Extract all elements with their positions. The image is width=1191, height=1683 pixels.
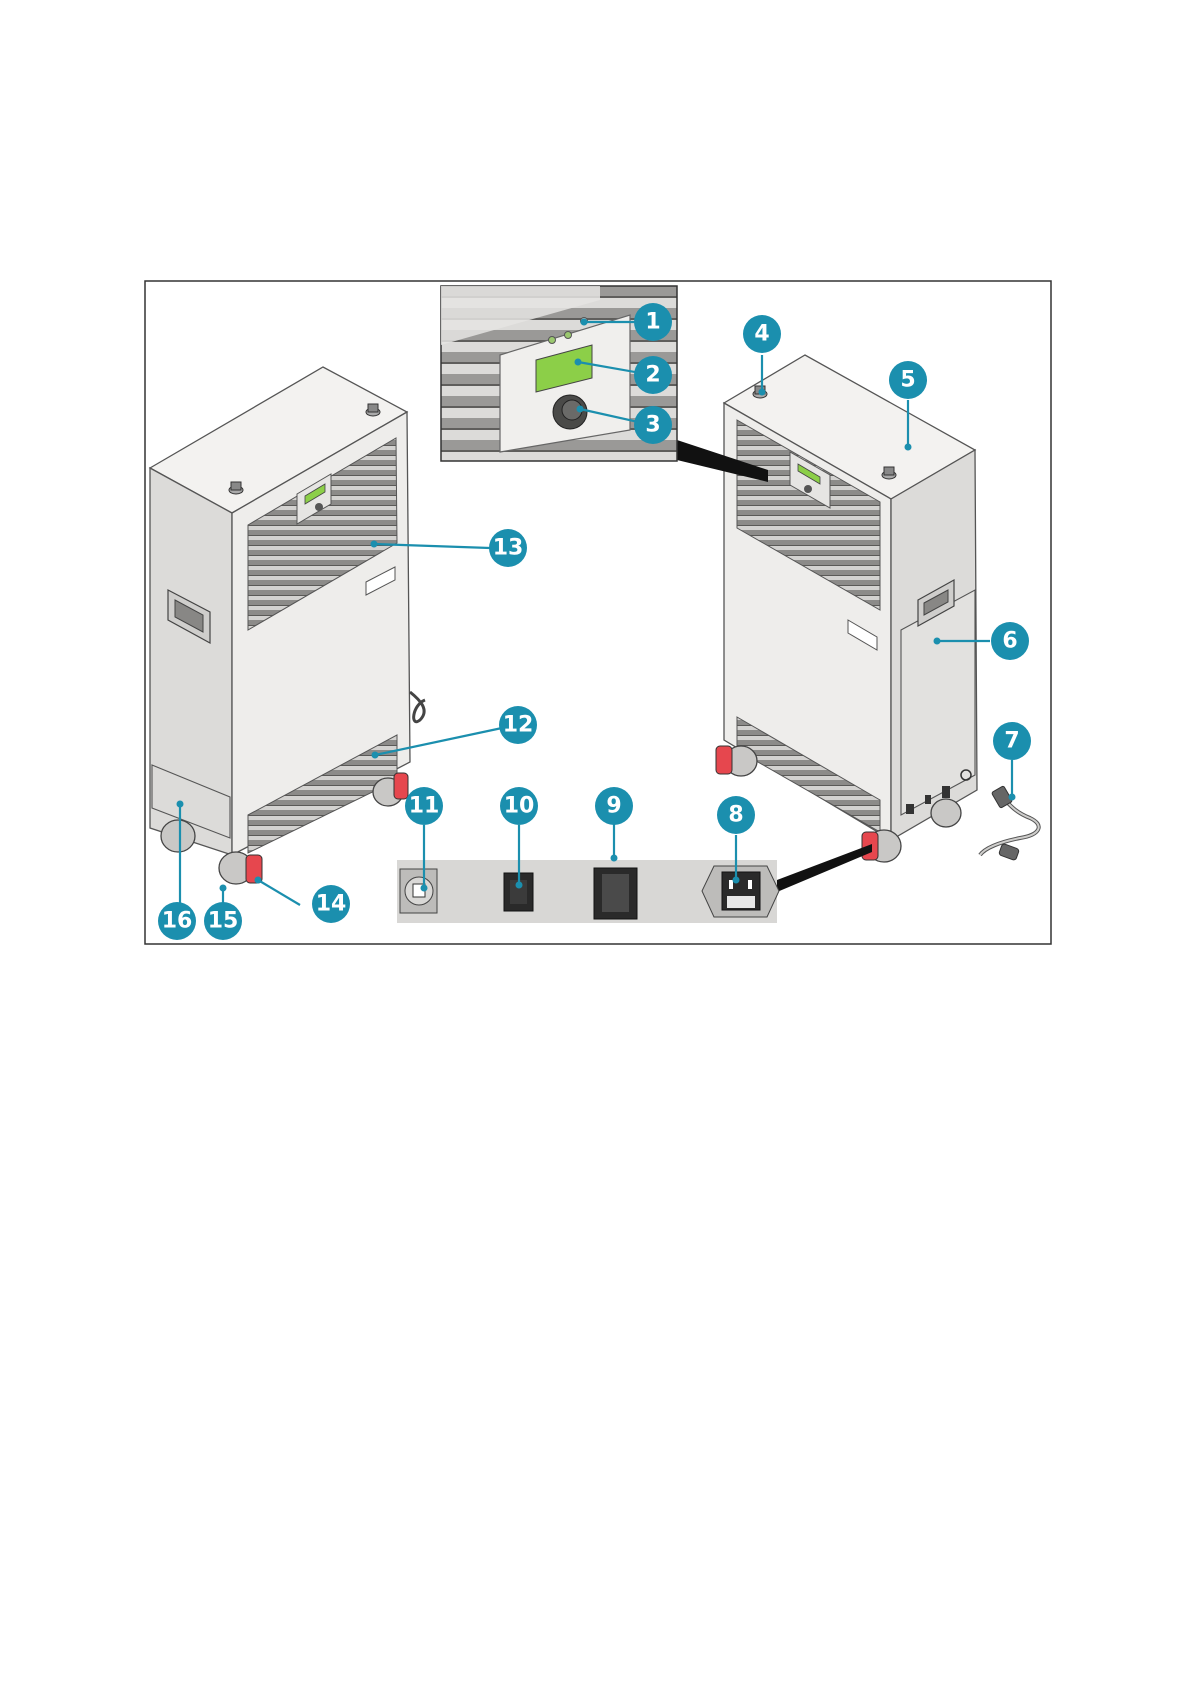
svg-text:10: 10 xyxy=(504,794,535,819)
svg-text:6: 6 xyxy=(1002,629,1017,654)
svg-text:13: 13 xyxy=(493,536,524,561)
svg-text:2: 2 xyxy=(645,363,660,388)
svg-text:1: 1 xyxy=(645,310,660,335)
callout-8: 8 xyxy=(717,796,755,834)
svg-text:16: 16 xyxy=(162,909,193,934)
svg-text:12: 12 xyxy=(503,713,534,738)
inset-network-port xyxy=(400,869,437,913)
callout-16: 16 xyxy=(158,902,196,940)
svg-text:9: 9 xyxy=(606,794,621,819)
callout-14: 14 xyxy=(312,885,350,923)
svg-text:14: 14 xyxy=(316,892,347,917)
callout-10: 10 xyxy=(500,787,538,825)
callout-7: 7 xyxy=(993,722,1031,760)
callout-4: 4 xyxy=(743,315,781,353)
inset-main-switch xyxy=(594,868,637,919)
svg-text:5: 5 xyxy=(900,368,915,393)
callout-1: 1 xyxy=(634,303,672,341)
callout-11: 11 xyxy=(405,787,443,825)
callout-9: 9 xyxy=(595,787,633,825)
svg-text:7: 7 xyxy=(1004,729,1019,754)
right-side-panel xyxy=(901,590,975,815)
callout-5: 5 xyxy=(889,361,927,399)
svg-text:3: 3 xyxy=(645,413,660,438)
svg-text:15: 15 xyxy=(208,909,239,934)
callout-13: 13 xyxy=(489,529,527,567)
svg-text:4: 4 xyxy=(754,322,769,347)
callout-3: 3 xyxy=(634,406,672,444)
inset-control-knob xyxy=(553,395,587,429)
callout-12: 12 xyxy=(499,706,537,744)
inset-power-inlet xyxy=(702,866,779,917)
callout-2: 2 xyxy=(634,356,672,394)
callout-15: 15 xyxy=(204,902,242,940)
svg-text:11: 11 xyxy=(409,794,440,819)
svg-text:8: 8 xyxy=(728,803,743,828)
callout-6: 6 xyxy=(991,622,1029,660)
